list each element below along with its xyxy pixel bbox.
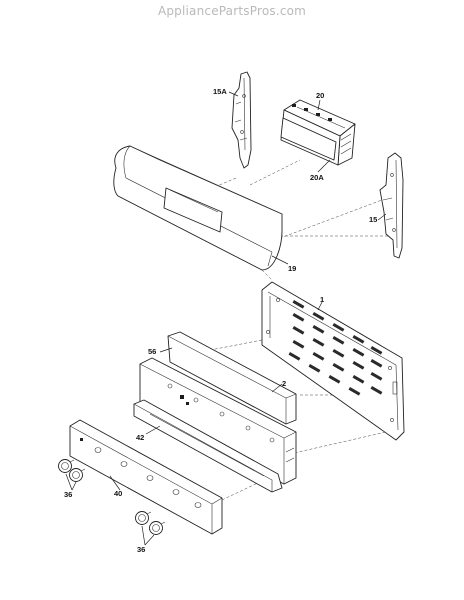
callout-1: 1 [320, 295, 324, 304]
part-36-control-knobs-left [58, 459, 86, 482]
part-15-right-end-bracket [379, 152, 404, 259]
callout-19: 19 [288, 264, 296, 273]
part-20-electronic-control [280, 99, 356, 166]
callout-20: 20 [316, 91, 324, 100]
callout-20a: 20A [310, 173, 324, 182]
callout-15: 15 [369, 215, 377, 224]
part-56-heat-shield [167, 331, 297, 425]
part-36-control-knobs-bottom [135, 511, 166, 535]
callout-36-bottom: 36 [137, 545, 145, 554]
watermark-text: AppliancePartsPros.com [157, 4, 307, 18]
callout-56: 56 [148, 347, 156, 356]
callout-42: 42 [136, 433, 144, 442]
callout-36-left: 36 [64, 490, 72, 499]
part-40-manifold-cover [69, 419, 223, 535]
part-15a-left-end-bracket [231, 71, 252, 169]
callout-labels: 15A 20 20A 15 19 1 56 2 42 36 40 36 [64, 87, 377, 554]
callout-2: 2 [282, 379, 286, 388]
part-19-control-console [113, 145, 283, 271]
part-42-lower-bracket [133, 399, 283, 493]
callout-leader-lines [65, 91, 387, 546]
part-1-rear-panel [261, 281, 405, 441]
callout-15a: 15A [213, 87, 227, 96]
callout-40: 40 [114, 489, 122, 498]
